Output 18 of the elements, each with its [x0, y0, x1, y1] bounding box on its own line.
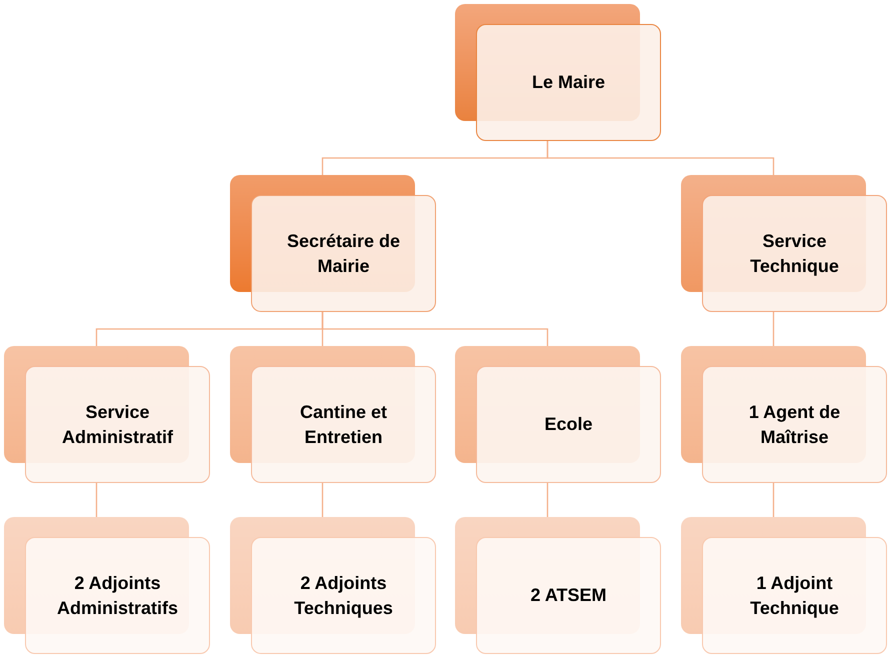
connector-line	[546, 483, 548, 517]
role-title: Cantine et Entretien	[298, 400, 388, 448]
role-title: 2 Adjoints Techniques	[293, 572, 394, 620]
connector-line	[96, 483, 98, 517]
connector-line	[546, 141, 774, 175]
connector-line	[772, 312, 774, 346]
role-title: 1 Agent de Maîtrise	[748, 400, 842, 448]
role-title: 1 Adjoint Technique	[749, 572, 840, 620]
role-title: Secrétaire de Mairie	[286, 230, 402, 278]
role-title: Le Maire	[532, 71, 606, 94]
connector-line	[322, 312, 548, 346]
role-title: Ecole	[544, 413, 593, 436]
role-title: Service Technique	[749, 230, 840, 278]
role-title: 2 ATSEM	[530, 584, 606, 607]
connector-line	[322, 483, 324, 517]
connector-line	[772, 483, 774, 517]
role-title: 2 Adjoints Administratifs	[56, 572, 180, 620]
role-title: Service Administratif	[60, 400, 174, 448]
